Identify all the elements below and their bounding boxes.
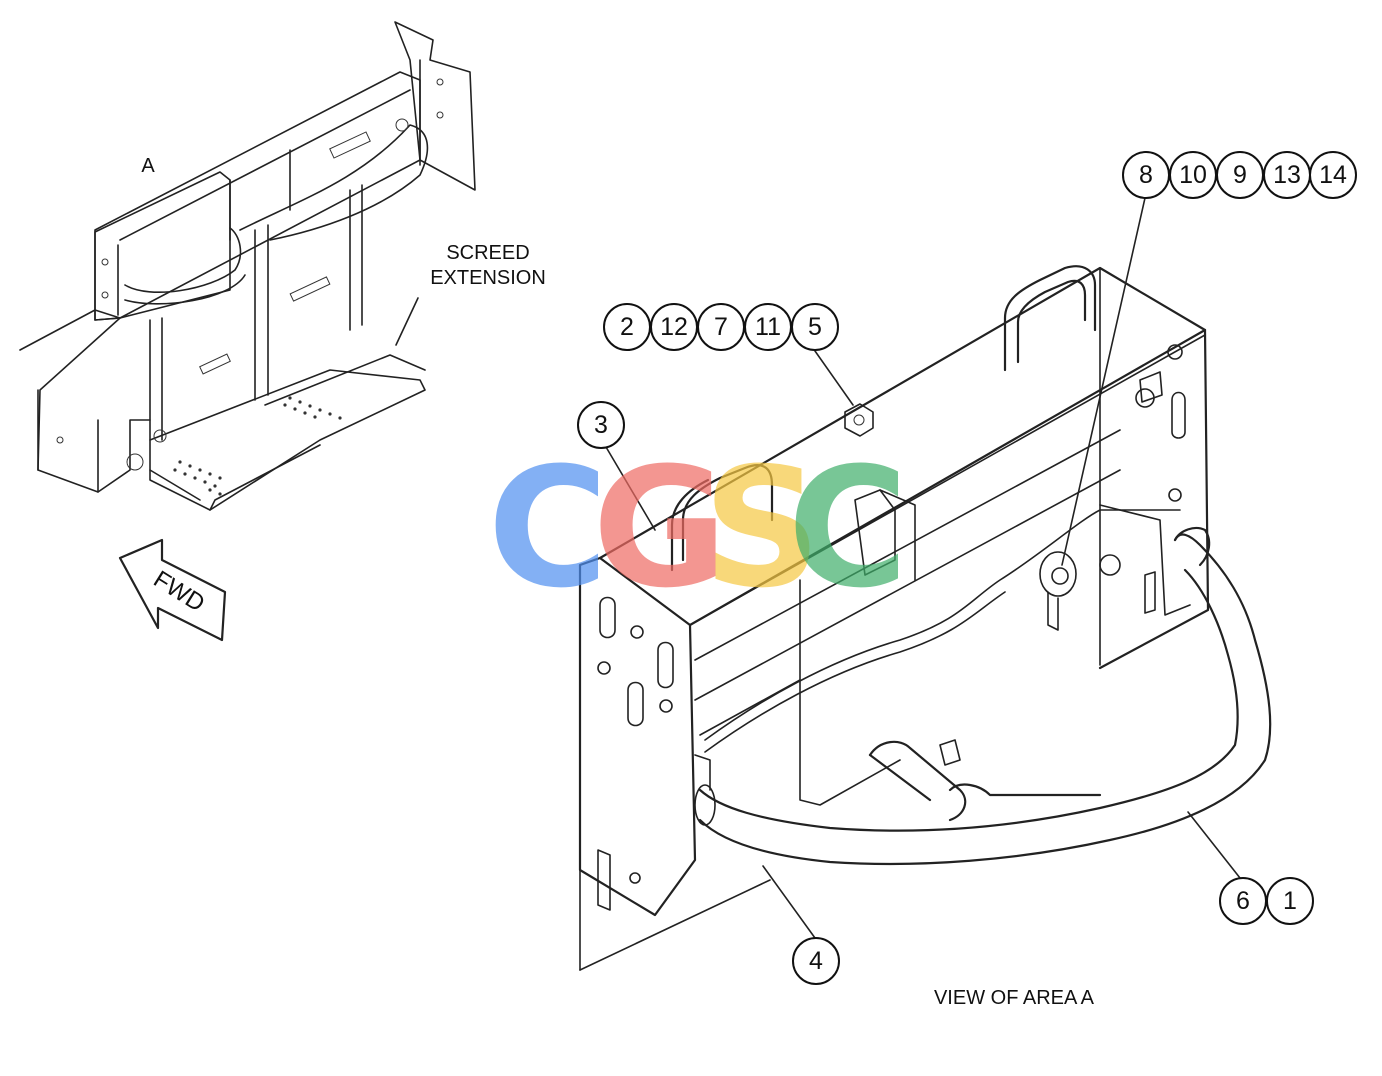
- callout-3: 3: [594, 411, 608, 439]
- callout-6: 6: [1236, 887, 1250, 915]
- callout-9: 9: [1233, 161, 1247, 189]
- leader-4: [762, 865, 816, 939]
- area-letter: A: [141, 155, 155, 177]
- callout-13: 13: [1273, 161, 1301, 189]
- leader-6: [1187, 811, 1241, 879]
- callout-14: 14: [1319, 161, 1347, 189]
- leader-3: [605, 446, 656, 531]
- callout-balloon: [791, 303, 839, 351]
- fwd-arrow: FWD: [118, 538, 227, 642]
- watermark-letter-c1: C: [487, 432, 608, 624]
- overview-assembly: A SCREED EXTENSION: [19, 21, 546, 511]
- callout-2: 2: [620, 313, 634, 341]
- screed-extension-label-1: SCREED: [446, 242, 529, 264]
- watermark-letter-c2: C: [787, 432, 908, 624]
- callout-12: 12: [660, 313, 688, 341]
- callout-1: 1: [1283, 887, 1297, 915]
- callout-8: 8: [1139, 161, 1153, 189]
- callout-4: 4: [809, 947, 823, 975]
- view-caption: VIEW OF AREA A: [934, 987, 1095, 1009]
- watermark-letter-g: G: [592, 432, 727, 624]
- watermark-letter-s: S: [703, 432, 822, 624]
- detail-view: [578, 265, 1272, 971]
- cgsc-watermark: C G S C: [487, 432, 908, 624]
- callout-balloon: [577, 401, 625, 449]
- callout-4-group: 4: [792, 937, 840, 985]
- callout-11: 11: [755, 313, 781, 341]
- callout-7: 7: [714, 313, 728, 341]
- screed-extension-label-2: EXTENSION: [430, 267, 546, 289]
- callout-group-top-right: 8 10 9 13 14: [1122, 151, 1357, 199]
- callout-3-group: 3: [577, 401, 625, 449]
- callout-balloon: [792, 937, 840, 985]
- leader-8: [1061, 197, 1146, 566]
- callout-balloon: [1309, 151, 1357, 199]
- callout-balloon: [1266, 877, 1314, 925]
- callout-10: 10: [1179, 161, 1207, 189]
- callout-group-bottom-right: 6 1: [1219, 877, 1314, 925]
- leader-5: [814, 350, 854, 406]
- callout-group-middle: 2 12 7 11 5: [603, 303, 839, 351]
- floor-grate-pattern: [173, 396, 342, 496]
- callout-5: 5: [808, 313, 822, 341]
